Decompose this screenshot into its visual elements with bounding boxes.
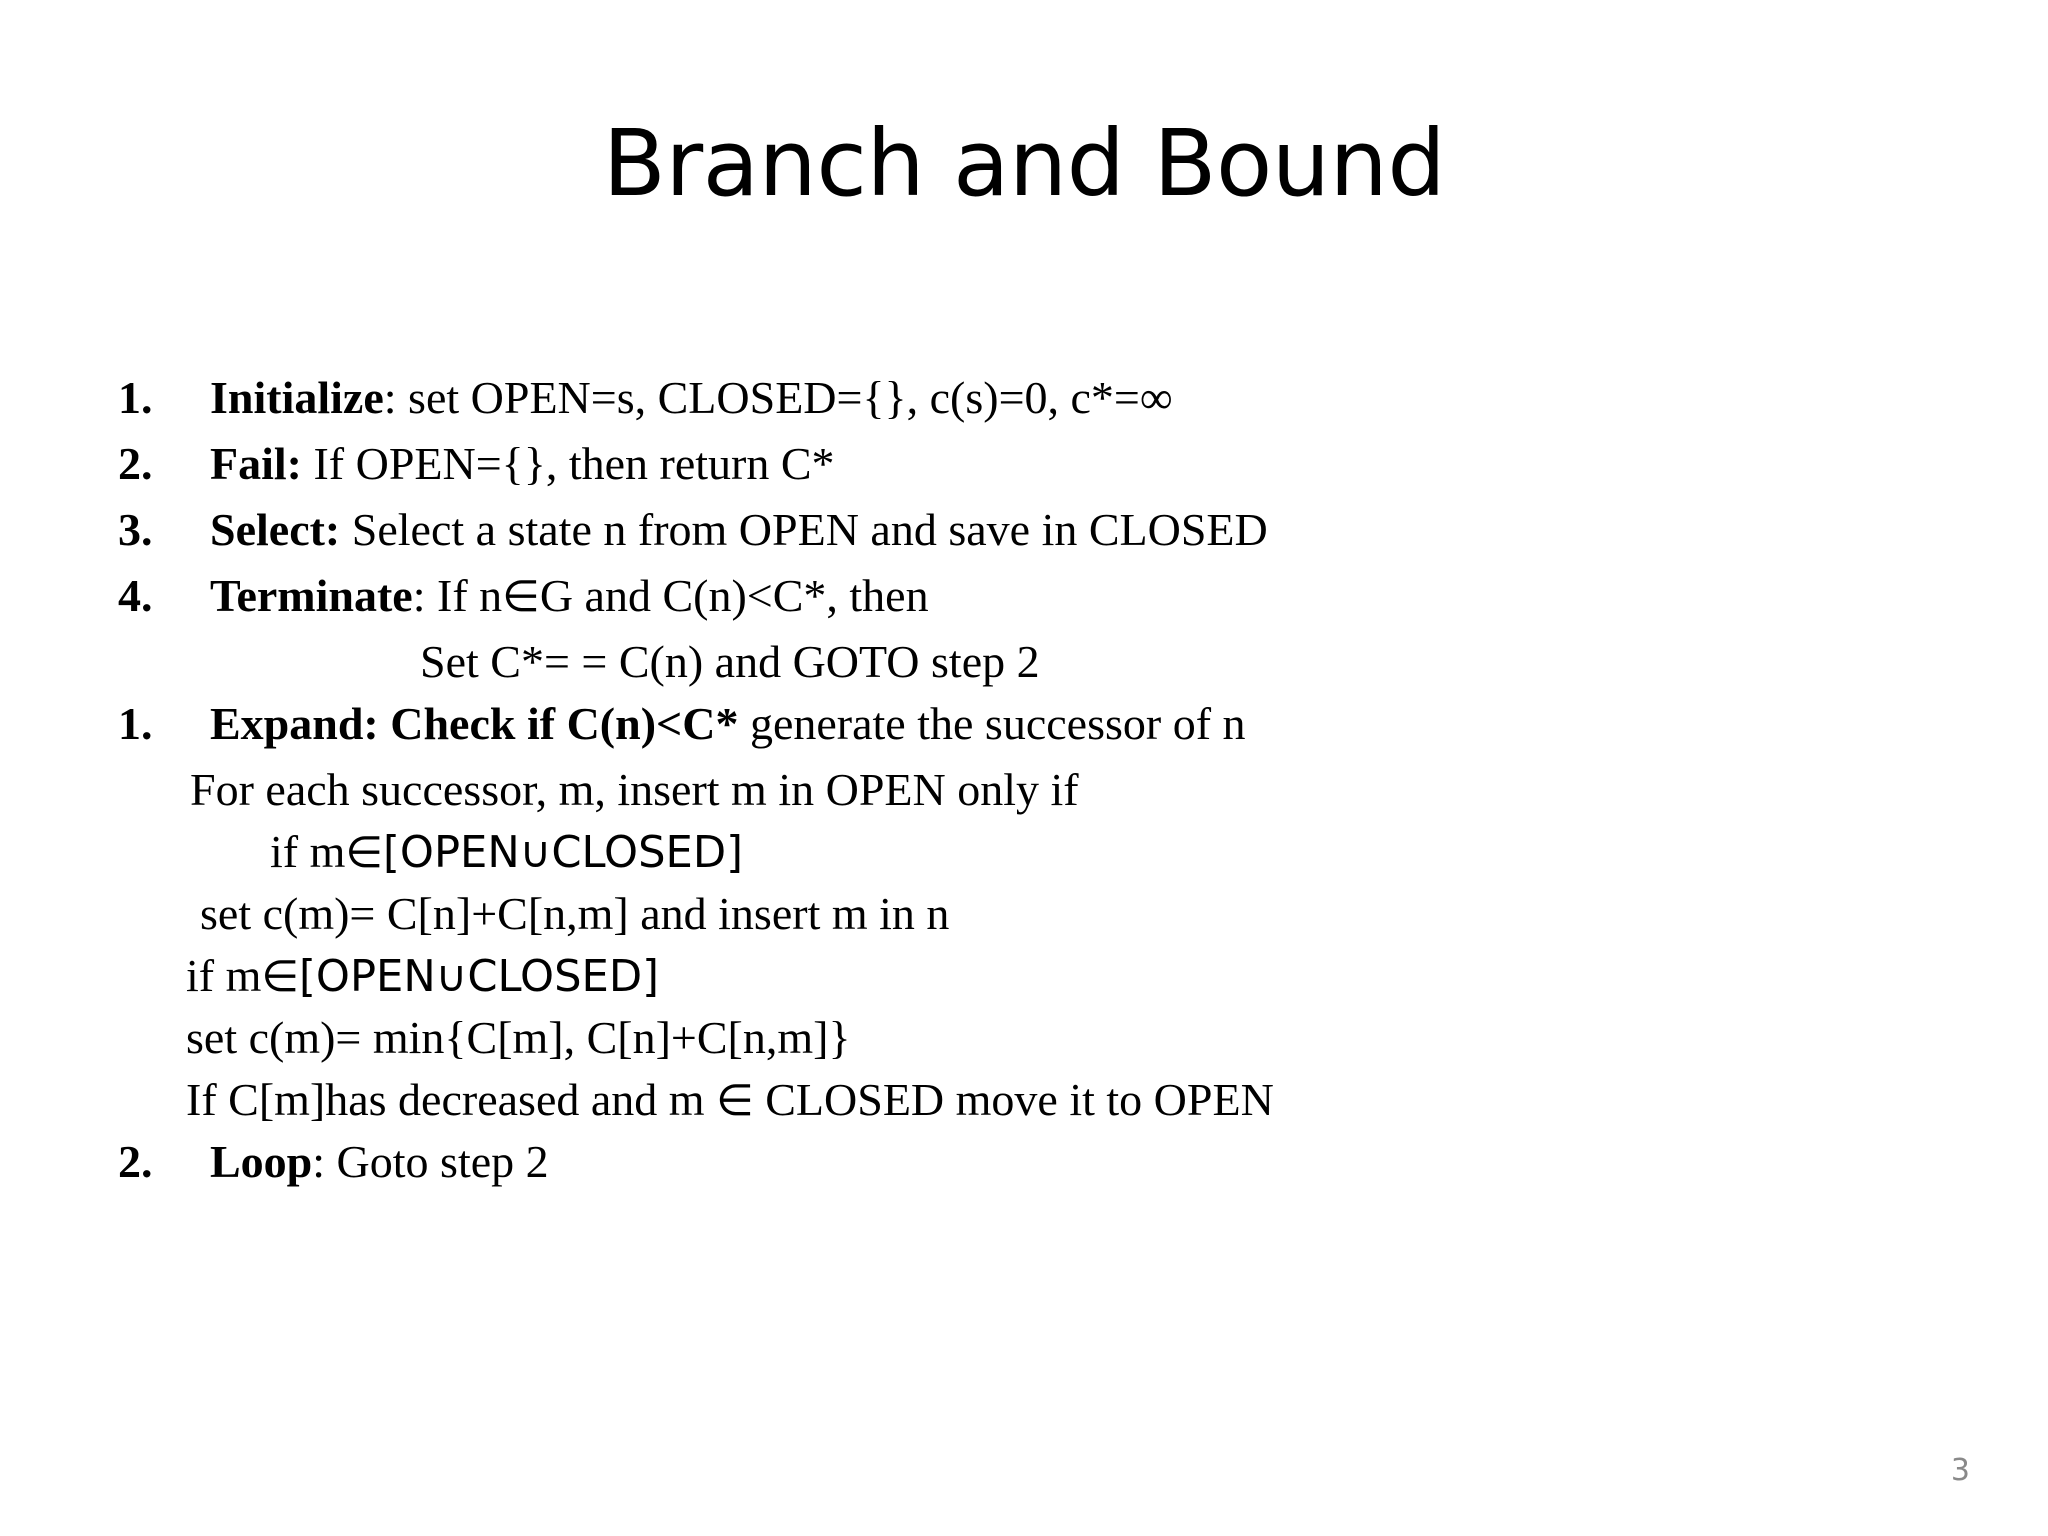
step-separator: : — [312, 1136, 337, 1187]
list-item-expand: 1. Expand: Check if C(n)<C* generate the… — [118, 694, 1938, 756]
list-marker: 1. — [118, 698, 153, 749]
algorithm-steps-list: 1. Initialize: set OPEN=s, CLOSED={}, c(… — [118, 368, 1938, 1198]
sub-line-set-cm-1: set c(m)= C[n]+C[n,m] and insert m in n — [200, 888, 950, 939]
sub-line-for-each-successor: For each successor, m, insert m in OPEN … — [190, 764, 1079, 815]
list-item-select: 3. Select: Select a state n from OPEN an… — [118, 500, 1938, 562]
list-marker: 2. — [118, 1136, 153, 1187]
list-item-loop: 2. Loop: Goto step 2 — [118, 1132, 1938, 1194]
decreased-suffix: CLOSED move it to OPEN — [753, 1074, 1274, 1125]
sub-line-if-member-2: if m∈[OPEN∪CLOSED] — [118, 946, 1938, 1008]
step-text-loop: Goto step 2 — [336, 1136, 549, 1187]
step-label-loop: Loop — [210, 1136, 313, 1187]
set-membership-expression: ∈[OPEN∪CLOSED] — [261, 952, 660, 1002]
element-of-symbol: ∈ — [716, 1076, 754, 1126]
sub-line-set-cm-2: set c(m)= min{C[m], C[n]+C[n,m]} — [186, 1012, 851, 1063]
list-item-fail: 2. Fail: If OPEN={}, then return C* — [118, 434, 1938, 496]
step-text-initialize: set OPEN=s, CLOSED={}, c(s)=0, c*=∞ — [408, 372, 1173, 423]
list-marker: 1. — [118, 372, 153, 423]
step-label-terminate: Terminate — [210, 570, 413, 621]
step-text-select: Select a state n from OPEN and save in C… — [351, 504, 1268, 555]
step-label-initialize: Initialize — [210, 372, 384, 423]
list-marker: 2. — [118, 438, 153, 489]
step-text-terminate-a: If n — [437, 570, 503, 621]
step-separator — [738, 698, 750, 749]
step-text-expand: generate the successor of n — [749, 698, 1246, 749]
step-label-select: Select: — [210, 504, 341, 555]
list-marker: 4. — [118, 570, 153, 621]
step-label-fail: Fail: — [210, 438, 302, 489]
list-marker: 3. — [118, 504, 153, 555]
page-number: 3 — [1950, 1453, 1970, 1488]
decreased-prefix: If C[m]has decreased and m — [186, 1074, 717, 1125]
step-separator — [340, 504, 352, 555]
if-member-prefix: if m — [270, 826, 346, 877]
list-item-terminate: 4. Terminate: If n∈G and C(n)<C*, then — [118, 566, 1938, 628]
set-membership-expression: ∈[OPEN∪CLOSED] — [345, 828, 744, 878]
step-label-expand: Expand: Check if C(n)<C* — [210, 698, 739, 749]
element-of-symbol: ∈ — [502, 572, 540, 622]
list-item-initialize: 1. Initialize: set OPEN=s, CLOSED={}, c(… — [118, 368, 1938, 430]
step-text-fail: If OPEN={}, then return C* — [313, 438, 835, 489]
page-title: Branch and Bound — [602, 110, 1446, 217]
step-separator — [302, 438, 314, 489]
sub-line-set-cstar: Set C*= = C(n) and GOTO step 2 — [420, 636, 1040, 687]
sub-line-if-decreased: If C[m]has decreased and m ∈ CLOSED move… — [118, 1070, 1938, 1132]
if-member-prefix: if m — [186, 950, 262, 1001]
step-separator: : — [412, 570, 437, 621]
sub-line-if-member-1: if m∈[OPEN∪CLOSED] — [118, 822, 1938, 884]
step-text-terminate-b: G and C(n)<C*, then — [539, 570, 929, 621]
step-separator: : — [383, 372, 409, 423]
